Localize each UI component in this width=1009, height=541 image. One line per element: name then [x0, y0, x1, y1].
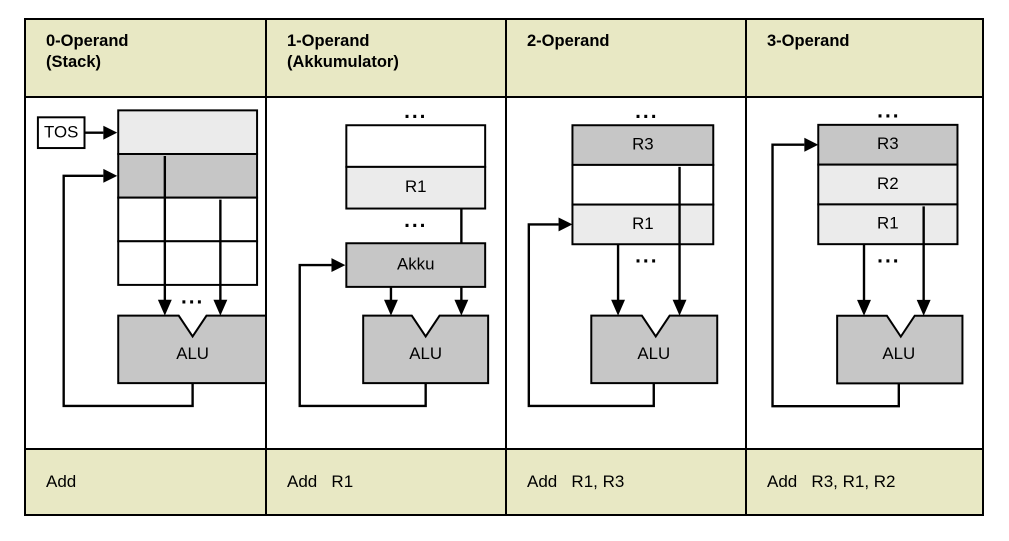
- alu-label: ALU: [637, 344, 670, 363]
- tos-arrow-head: [103, 125, 118, 140]
- header-cell-3-operand: 3-Operand: [747, 20, 982, 98]
- regfile-top-ellipsis: ...: [877, 99, 900, 122]
- diagram-cell-2-operand: ... R3 R1 ... ALU: [507, 98, 747, 448]
- diagram-cell-1-operand: ... R1 ... Akku: [267, 98, 507, 448]
- regfile-top-ellipsis: ...: [404, 100, 427, 123]
- stack-cell-1: [117, 153, 259, 199]
- instruction-text-2-operand: Add R1, R3: [527, 472, 625, 491]
- header-text-2-operand: 2-Operand: [527, 32, 610, 50]
- header-cell-1-operand: 1-Operand (Akkumulator): [267, 20, 507, 98]
- alu-shape: [117, 314, 265, 385]
- tos-box: [36, 116, 86, 150]
- diagram-cell-0-operand: TOS ...: [26, 98, 267, 448]
- alu-shape: [362, 314, 490, 385]
- reg-operand-arrow-b: [672, 299, 687, 316]
- reg-label-r3: R3: [632, 135, 654, 154]
- reg-label-r1: R1: [405, 177, 427, 196]
- reg-operand-arrow-a: [611, 299, 626, 316]
- instruction-cell-3-operand: Add R3, R1, R2: [747, 448, 982, 514]
- alu-feedback-path: [298, 263, 427, 408]
- stack-operand-arrow-b: [213, 299, 228, 316]
- table-diagram-row: TOS ...: [26, 98, 982, 448]
- alu-feedback-path: [527, 223, 655, 408]
- regfile-bottom-ellipsis: ...: [404, 209, 427, 232]
- reg-cell-r1: [571, 203, 715, 246]
- reg-operand-arrow-b: [916, 299, 931, 316]
- instruction-text-3-operand: Add R3, R1, R2: [767, 472, 896, 491]
- regfile-bottom-ellipsis: ...: [877, 245, 900, 268]
- stack-ellipsis: ...: [181, 285, 204, 308]
- instruction-text-0-operand: Add: [46, 472, 77, 491]
- table-header-row: 0-Operand (Stack) 1-Operand (Akkumulator…: [26, 20, 982, 98]
- diagram-accumulator: ... R1 ... Akku: [298, 100, 490, 408]
- header-text-0-operand: 0-Operand (Stack): [46, 32, 129, 72]
- reg-cell-empty: [571, 163, 715, 206]
- table-instruction-row: Add Add R1 Add R1, R3 Add R3, R1, R2: [26, 448, 982, 514]
- reg-operand-arrow-a: [857, 299, 871, 316]
- reg-label-r3: R3: [877, 134, 899, 153]
- akku-label: Akku: [397, 255, 434, 274]
- regfile-bottom-ellipsis: ...: [635, 245, 658, 268]
- reg-cell-empty: [345, 124, 487, 168]
- header-text-1-operand: 1-Operand (Akkumulator): [287, 32, 399, 72]
- stack-cell-2: [117, 196, 259, 243]
- alu-feedback-arrow-head: [558, 217, 573, 232]
- alu-feedback-path: [62, 174, 194, 408]
- stack-operand-arrow-a: [157, 299, 172, 316]
- diagram-two-operand: ... R3 R1 ... ALU: [527, 100, 719, 408]
- header-cell-0-operand: 0-Operand (Stack): [26, 20, 267, 98]
- akku-operand-arrow-a: [384, 299, 398, 316]
- diagram-stack: TOS ...: [36, 109, 265, 408]
- reg-cell-r2: [817, 163, 959, 206]
- alu-feedback-arrow-head: [103, 168, 118, 183]
- reg-cell-r3: [817, 123, 959, 166]
- alu-label: ALU: [176, 344, 209, 363]
- instruction-cell-1-operand: Add R1: [267, 448, 507, 514]
- reg-cell-r1: [345, 165, 487, 210]
- instruction-text-1-operand: Add R1: [287, 472, 354, 491]
- alu-feedback-path: [771, 143, 900, 408]
- alu-shape: [836, 314, 964, 385]
- alu-shape: [590, 314, 719, 385]
- stack-cell-3: [117, 240, 259, 286]
- alu-label: ALU: [882, 344, 915, 363]
- header-cell-2-operand: 2-Operand: [507, 20, 747, 98]
- operand-format-table: 0-Operand (Stack) 1-Operand (Akkumulator…: [24, 18, 984, 516]
- tos-label: TOS: [44, 123, 78, 142]
- instruction-cell-0-operand: Add: [26, 448, 267, 514]
- alu-label: ALU: [409, 344, 442, 363]
- regfile-top-ellipsis: ...: [635, 100, 658, 123]
- reg-operand-arrow-b: [454, 299, 469, 316]
- alu-feedback-arrow-head: [331, 258, 346, 273]
- reg-label-r1: R1: [632, 214, 654, 233]
- reg-label-r1: R1: [877, 214, 899, 233]
- reg-label-r2: R2: [877, 174, 899, 193]
- header-text-3-operand: 3-Operand: [767, 32, 850, 50]
- diagram-three-operand: ... R3 R2 R1 ... ALU: [771, 99, 964, 408]
- akku-box: [345, 242, 487, 288]
- stack-cell-0: [117, 109, 259, 155]
- alu-feedback-arrow-head: [804, 137, 819, 152]
- instruction-cell-2-operand: Add R1, R3: [507, 448, 747, 514]
- reg-cell-r1: [817, 203, 959, 246]
- diagram-cell-3-operand: ... R3 R2 R1 ... ALU: [747, 98, 982, 448]
